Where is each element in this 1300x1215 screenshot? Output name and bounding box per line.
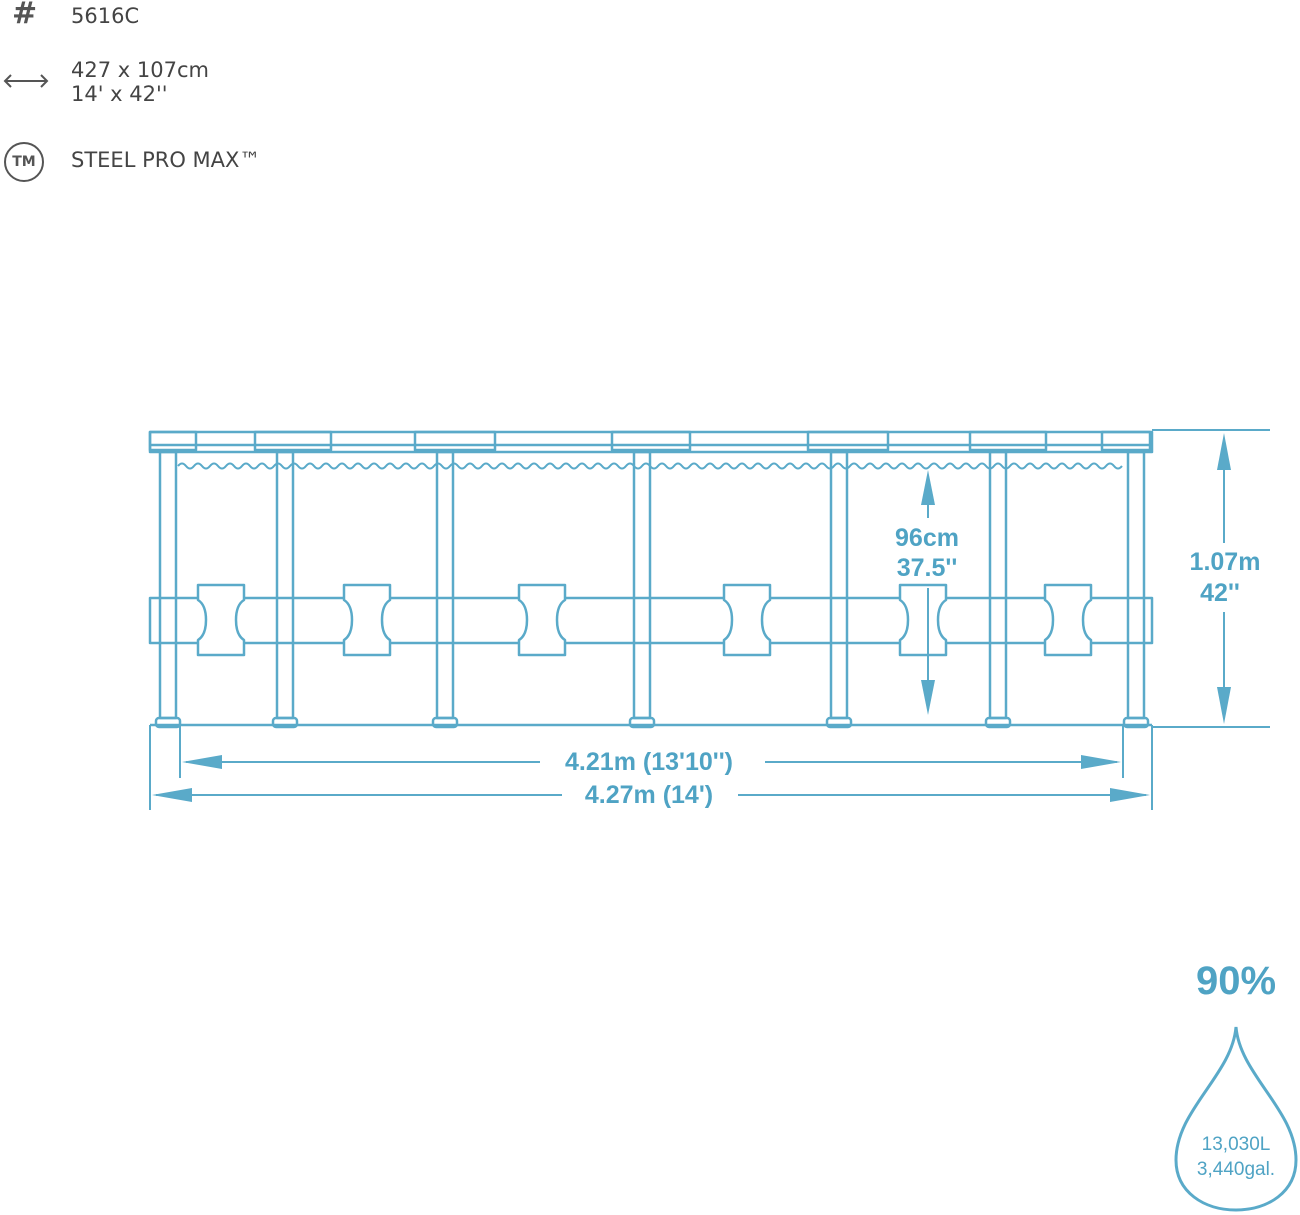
- water-depth-metric-label: 96cm: [895, 524, 959, 552]
- leg-foot: [154, 716, 182, 729]
- height-metric-label: 1.07m: [1190, 548, 1261, 576]
- size-metric: 427 x 107cm: [71, 58, 209, 82]
- hash-icon: #: [12, 0, 38, 31]
- frame-leg: [632, 450, 652, 720]
- leg-foot: [984, 716, 1012, 729]
- width-dimensions: [149, 725, 1153, 810]
- model-number: 5616C: [71, 4, 140, 28]
- capacity-gallons-label: 3,440gal.: [1197, 1159, 1275, 1180]
- leg-foot: [825, 716, 853, 729]
- vertical-legs: [154, 450, 1150, 729]
- belt-strap: [148, 596, 1154, 645]
- frame-leg: [1126, 450, 1146, 720]
- trademark-icon: TM: [4, 142, 44, 182]
- belt-clip: [1043, 583, 1093, 657]
- belt-clips: [196, 583, 1093, 657]
- double-arrow-icon: [3, 74, 49, 88]
- frame-leg: [988, 450, 1008, 720]
- frame-leg: [275, 450, 295, 720]
- frame-leg: [829, 450, 849, 720]
- belt-clip: [517, 583, 567, 657]
- leg-foot: [431, 716, 459, 729]
- leg-foot: [271, 716, 299, 729]
- water-drop-icon: [1174, 1026, 1298, 1212]
- pool-frame: [148, 430, 1154, 729]
- top-joints: [148, 430, 1152, 452]
- inner-width-label: 4.21m (13'10''): [565, 748, 733, 776]
- leg-foot: [1122, 716, 1150, 729]
- height-imperial-label: 42'': [1200, 579, 1240, 607]
- water-depth-dimension: [921, 470, 935, 715]
- water-depth-imperial-label: 37.5'': [897, 554, 958, 582]
- size-imperial: 14' x 42'': [71, 82, 168, 106]
- fill-percent-label: 90%: [1196, 959, 1276, 1003]
- belt-clip: [898, 583, 948, 657]
- brand-name: STEEL PRO MAX™: [71, 148, 261, 172]
- leg-foot: [628, 716, 656, 729]
- capacity-liters-label: 13,030L: [1202, 1134, 1271, 1155]
- belt-clip: [722, 583, 772, 657]
- outer-width-label: 4.27m (14'): [585, 781, 713, 809]
- height-dimension: [1152, 429, 1270, 728]
- frame-leg: [158, 450, 178, 720]
- belt-clip: [196, 583, 246, 657]
- belt-clip: [342, 583, 392, 657]
- frame-leg: [435, 450, 455, 720]
